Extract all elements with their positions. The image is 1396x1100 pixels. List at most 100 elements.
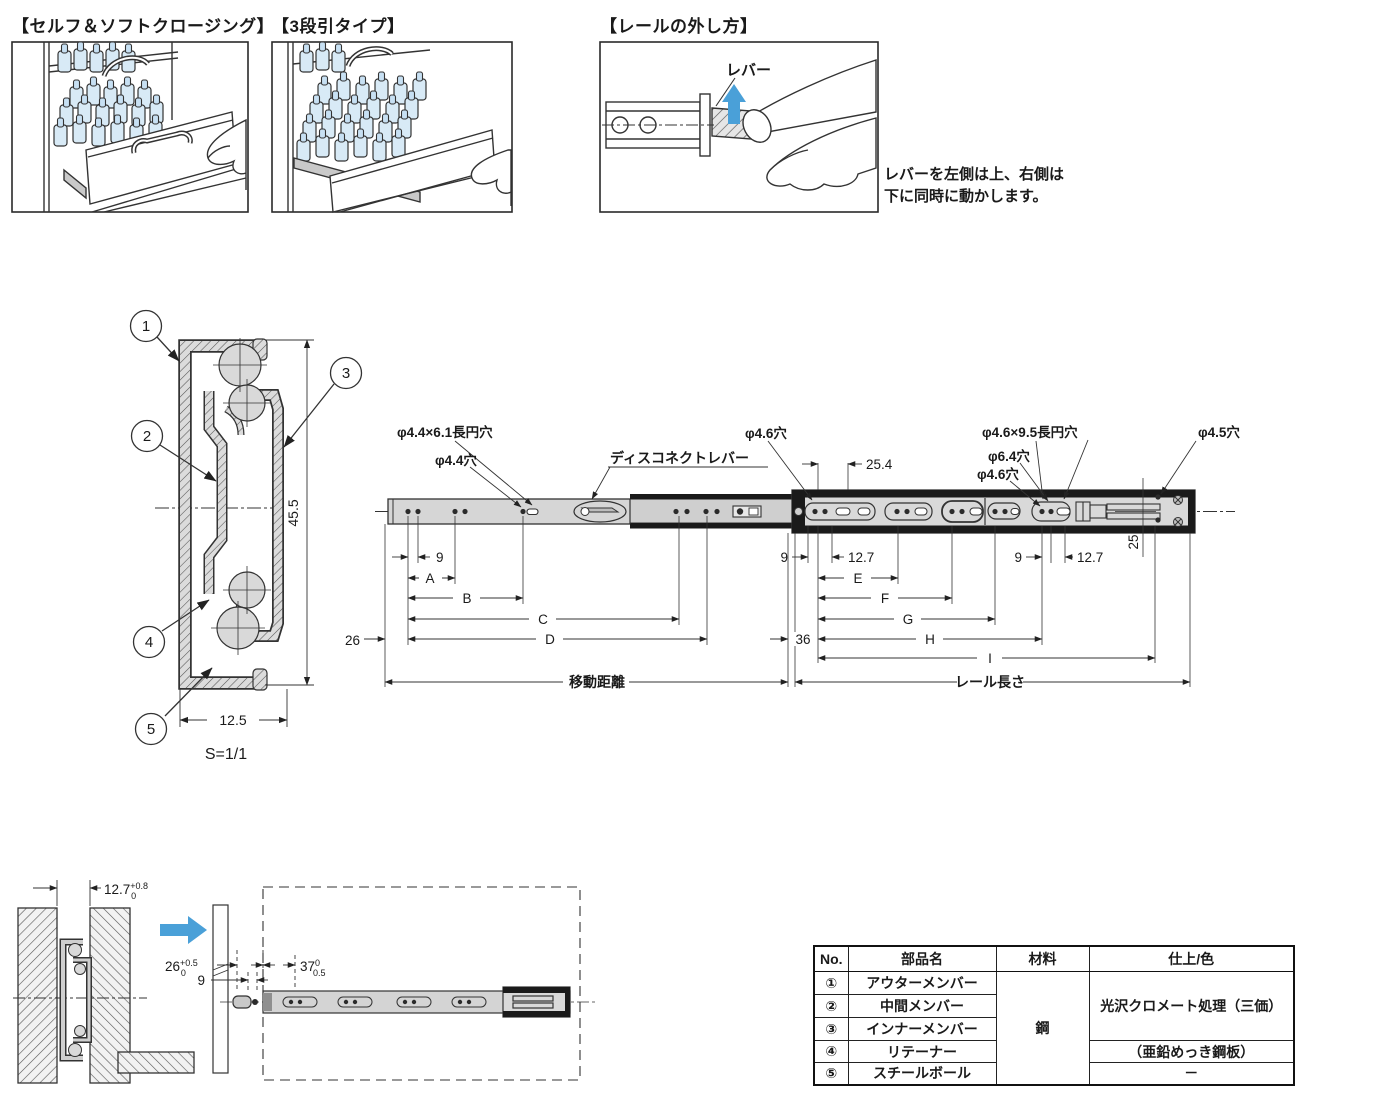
finish-cell-4: （亜鉛めっき鋼板） <box>1088 1040 1295 1063</box>
bottom-panel <box>117 1051 195 1074</box>
callout-1 <box>129 309 163 343</box>
slot-ovals <box>835 507 1071 516</box>
row4-no: ④ <box>813 1040 849 1063</box>
slot-left-label: φ4.4×6.1長円穴 <box>397 424 493 440</box>
end-screws <box>1173 495 1183 527</box>
lever-note-line1: レバーを左側は上、右側は <box>884 166 1065 183</box>
table-row: ③ インナーメンバー <box>813 1017 1294 1041</box>
callout-3-num: 3 <box>342 365 350 382</box>
callout-1-num: 1 <box>142 318 150 335</box>
inner-member <box>245 389 284 642</box>
latch-mechanism <box>1075 501 1107 522</box>
right-arrow-icon <box>160 916 207 944</box>
rail-labels: φ4.4×6.1長円穴 φ4.4穴 ディスコネクトレバー φ4.6穴 25.4 … <box>345 424 1240 690</box>
col-header-part-name: 部品名 <box>847 945 997 972</box>
callout-4 <box>132 625 166 659</box>
material-cell: 鋼 <box>995 971 1090 1085</box>
dim-H: H <box>925 632 935 647</box>
disconnect-lever <box>573 500 627 523</box>
hole46a-label: φ4.6穴 <box>745 425 787 441</box>
dim-9-left: 9 <box>436 550 444 565</box>
outer-member-plan <box>791 489 1196 534</box>
height-dim: 45.5 <box>285 499 301 526</box>
row3-name: インナーメンバー <box>847 1017 997 1041</box>
dim-36: 36 <box>795 632 810 647</box>
table-header-row: No. 部品名 材料 仕上/色 <box>813 945 1295 972</box>
mini-slide-section <box>59 938 92 1062</box>
dim-25: 25 <box>1126 534 1141 549</box>
table-row: ② 中間メンバー <box>813 994 1294 1018</box>
travel-label: 移動距離 <box>569 674 625 690</box>
slot-groups <box>804 500 1071 523</box>
thumb <box>742 109 772 143</box>
col-header-finish: 仕上/色 <box>1088 945 1295 972</box>
extension-lines <box>384 463 1191 687</box>
oblong-hole <box>526 508 539 516</box>
dim-D: D <box>545 632 555 647</box>
table-row: ① アウターメンバー 鋼 光沢クロメート処理（三価） <box>813 971 1295 1085</box>
scale-label: S=1/1 <box>205 746 247 763</box>
parts-table: No. 部品名 材料 仕上/色 ① アウターメンバー 鋼 光沢クロメート処理（三… <box>813 945 1295 1086</box>
panel-caption-rail-removal: 【レールの外し方】 <box>600 17 758 36</box>
row1-no: ① <box>813 971 849 995</box>
col-header-material: 材料 <box>995 945 1090 972</box>
lever-instruction-note: レバーを左側は上、右側は 下に同時に動かします。 <box>884 164 1064 208</box>
dim-12-7-b: 12.7 <box>1077 550 1103 565</box>
panel-rail-removal: レバー <box>599 41 879 213</box>
dim-text-chips <box>419 571 1023 690</box>
cross-dimensions: 45.5 12.5 S=1/1 <box>179 339 314 763</box>
hole46b-label: φ4.6穴 <box>977 466 1019 482</box>
hand <box>742 59 877 191</box>
dim-F: F <box>881 591 889 606</box>
dim-C: C <box>538 612 548 627</box>
callout-5 <box>134 712 168 746</box>
callout-2 <box>130 419 164 453</box>
hand <box>206 118 247 190</box>
dim-9-mid: 9 <box>780 550 788 565</box>
wall-section <box>13 907 195 1084</box>
mounting-bolt <box>232 995 252 1009</box>
slot-right-label: φ4.6×9.5長円穴 <box>982 424 1078 440</box>
cabinet-member <box>212 904 229 1074</box>
row2-no: ② <box>813 994 849 1018</box>
dim-B: B <box>462 591 471 606</box>
disconnect-lever-label: ディスコネクトレバー <box>610 450 749 466</box>
rail-side <box>262 986 571 1018</box>
slide-rail-strip <box>63 168 87 200</box>
finish-cell-5: － <box>1088 1062 1295 1085</box>
rail-length-label: レール長さ <box>955 674 1025 690</box>
col-header-no: No. <box>813 945 849 972</box>
finish-cell-1-3: 光沢クロメート処理（三価） <box>1088 971 1295 1041</box>
outer-member <box>178 338 268 691</box>
row5-name: スチールボール <box>847 1062 997 1085</box>
table-row: ④ リテーナー （亜鉛めっき鋼板） <box>813 1040 1295 1063</box>
dim-12-7-a: 12.7 <box>848 550 874 565</box>
dim-25-4: 25.4 <box>866 457 893 472</box>
callout-3 <box>329 356 363 390</box>
dim-I: I <box>988 651 992 666</box>
callout-5-num: 5 <box>147 721 155 738</box>
dim-E: E <box>853 571 862 586</box>
side-view <box>212 886 597 1081</box>
top-illustrations: レバー <box>11 41 879 213</box>
hole44-label: φ4.4穴 <box>435 452 477 468</box>
callout-2-num: 2 <box>143 428 151 445</box>
row4-name: リテーナー <box>847 1040 997 1063</box>
steel-balls <box>211 338 271 655</box>
rail-drawing: φ4.4×6.1長円穴 φ4.4穴 ディスコネクトレバー φ4.6穴 25.4 … <box>345 424 1240 690</box>
bracket-bars <box>1106 503 1161 520</box>
hole64-label: φ6.4穴 <box>988 448 1030 464</box>
panel-caption-3stage: 【3段引タイプ】 <box>272 17 405 36</box>
width-dim: 12.5 <box>219 712 246 728</box>
up-arrow-icon <box>722 84 746 124</box>
dim-G: G <box>903 612 914 627</box>
row2-name: 中間メンバー <box>847 994 997 1018</box>
dim-26: 26 <box>345 633 360 648</box>
hand <box>470 149 512 206</box>
